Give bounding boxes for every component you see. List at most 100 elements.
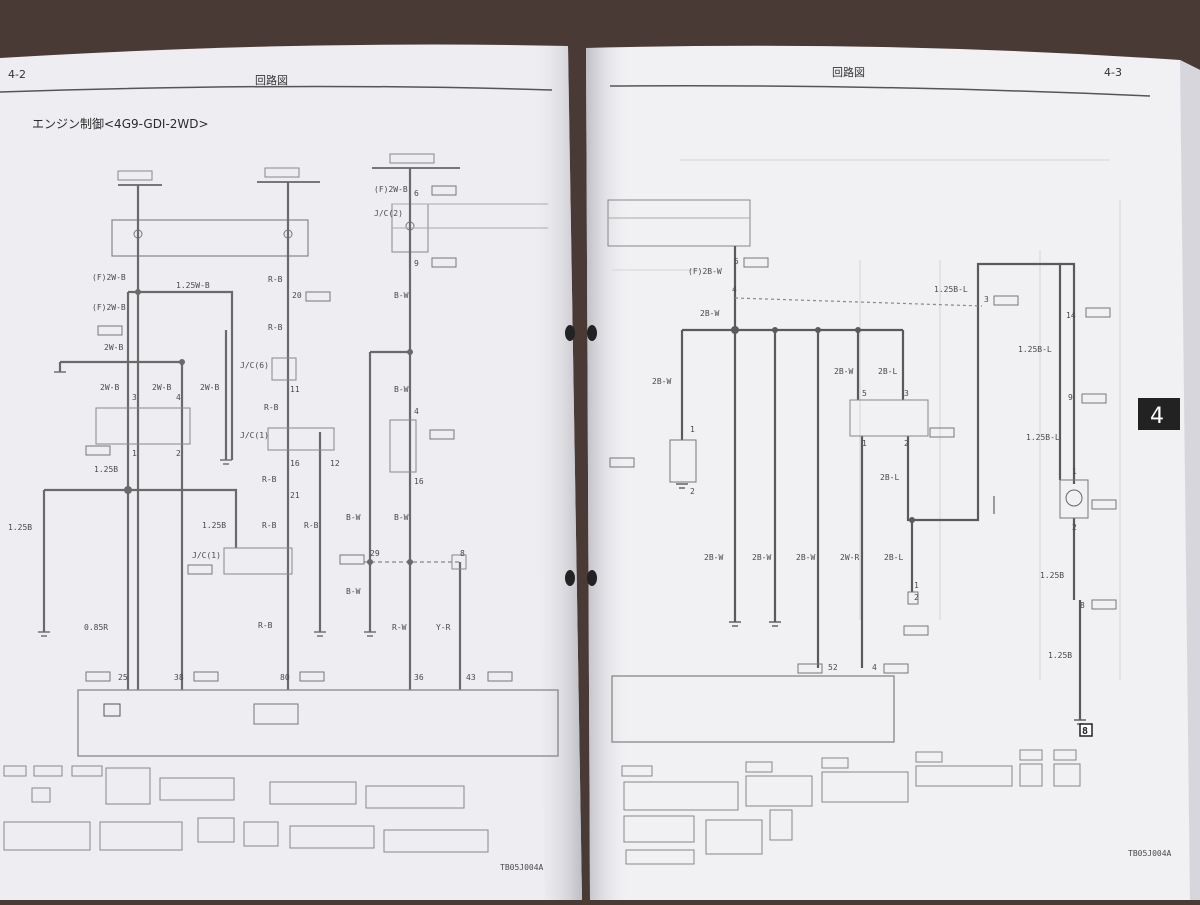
junction-label: J/C(1) — [240, 431, 269, 440]
section-tab — [1138, 398, 1180, 430]
wire-label: 2W-B — [200, 383, 219, 392]
wire-label: R-B — [262, 475, 277, 484]
left-page-number: 4-2 — [8, 68, 26, 81]
pin-number: 4 — [872, 663, 877, 672]
left-connector-diagrams — [3, 765, 489, 853]
pin-number: 2 — [176, 449, 181, 458]
wire-label: 2B-W — [834, 367, 853, 376]
pin-number: 1 — [862, 439, 867, 448]
wire-label: 1.25B — [202, 521, 226, 530]
wire-label: 0.85R — [84, 623, 108, 632]
wire-label: (F)2B-W — [688, 267, 722, 276]
pin-number: 25 — [118, 673, 128, 682]
wire-label: 2W-B — [100, 383, 119, 392]
right-page-header: 回路図 — [832, 66, 865, 79]
pin-number: 5 — [862, 389, 867, 398]
pin-number: 5 — [734, 257, 739, 266]
right-footer-code: TB05J004A — [1128, 849, 1172, 858]
wire-label: 2B-W — [796, 553, 815, 562]
left-page-paper — [0, 44, 582, 900]
wire-label: 2B-W — [700, 309, 719, 318]
section-tab-number: 4 — [1150, 404, 1164, 429]
right-top-fuse-box — [607, 199, 751, 247]
wire-label: B-W — [394, 385, 409, 394]
pin-number: 16 — [290, 459, 300, 468]
wire-label: 2W-B — [152, 383, 171, 392]
wire-label: 2B-W — [652, 377, 671, 386]
pin-number: 9 — [1068, 393, 1073, 402]
engine-ecu-box — [77, 689, 559, 757]
condenser — [669, 439, 697, 483]
pin-number: 8 — [1080, 601, 1085, 610]
wire-label: R-B — [304, 521, 319, 530]
wire-label: 1.25B — [94, 465, 118, 474]
wire-label: B-W — [394, 291, 409, 300]
pin-number: 3 — [984, 295, 989, 304]
junction-label: J/C(6) — [240, 361, 269, 370]
pin-number: 1 — [1072, 467, 1077, 476]
pin-number: 12 — [330, 459, 340, 468]
left-footer-code: TB05J004A — [500, 863, 544, 872]
fusible-link-block — [111, 219, 309, 257]
wire-label: 1.25B — [1040, 571, 1064, 580]
wire-label: R-B — [258, 621, 273, 630]
wire-label: B-W — [394, 513, 409, 522]
wire-label: 1.25B-L — [1018, 345, 1052, 354]
junction-label: J/C(2) — [374, 209, 403, 218]
pin-number: 38 — [174, 673, 184, 682]
left-sensor-unit — [389, 419, 417, 473]
wire-label: 1.25W-B — [176, 281, 210, 290]
left-page: 4-2 回路図 エンジン制御<4G9-GDI-2WD> — [0, 44, 582, 900]
ground-point-tag — [1079, 723, 1093, 737]
wire-label: R-W — [392, 623, 407, 632]
wire-label: 2B-L — [884, 553, 903, 562]
wire-label: R-B — [268, 323, 283, 332]
pin-number: 2 — [690, 487, 695, 496]
wire-label: 2B-L — [880, 473, 899, 482]
pin-number: 36 — [414, 673, 424, 682]
pin-number: 2 — [904, 439, 909, 448]
wire-label: R-B — [268, 275, 283, 284]
wire-label: (F)2W-B — [374, 185, 408, 194]
right-page-number: 4-3 — [1104, 66, 1122, 79]
pin-number: 2 — [914, 593, 919, 602]
engine-relay — [95, 407, 191, 445]
pin-number: 14 — [1066, 311, 1076, 320]
pin-number: 4 — [414, 407, 419, 416]
wire-label: Y-R — [436, 623, 451, 632]
pin-number: 1 — [132, 449, 137, 458]
pin-number: 29 — [370, 549, 380, 558]
right-relay — [849, 399, 929, 437]
wire-label: (F)2W-B — [92, 273, 126, 282]
binder-holes — [565, 325, 597, 586]
pin-number: 8 — [460, 549, 465, 558]
pin-number: 11 — [290, 385, 300, 394]
ground-point-number: 8 — [1082, 726, 1088, 737]
wire-label: 2W-B — [104, 343, 123, 352]
pin-number: 4 — [732, 285, 737, 294]
wire-label: R-B — [264, 403, 279, 412]
pin-number: 1 — [914, 581, 919, 590]
right-connector-diagrams — [621, 749, 1081, 865]
pin-number: 52 — [828, 663, 838, 672]
wire-label: 1.25B-L — [934, 285, 968, 294]
pin-number: 2 — [1072, 523, 1077, 532]
left-diagram-title: エンジン制御<4G9-GDI-2WD> — [32, 116, 209, 131]
pin-number: 3 — [132, 393, 137, 402]
pin-number: 43 — [466, 673, 476, 682]
fuel-pump — [1059, 479, 1089, 519]
junction-label: J/C(1) — [192, 551, 221, 560]
pin-number: 1 — [690, 425, 695, 434]
wire-label: 2B-W — [752, 553, 771, 562]
pin-number: 4 — [176, 393, 181, 402]
pin-number: 9 — [414, 259, 419, 268]
wire-label: 1.25B-L — [1026, 433, 1060, 442]
wire-label: 2B-W — [704, 553, 723, 562]
pin-number: 21 — [290, 491, 300, 500]
pin-number: 6 — [414, 189, 419, 198]
pin-number: 80 — [280, 673, 290, 682]
wire-label: R-B — [262, 521, 277, 530]
right-ecu-box — [611, 675, 895, 743]
